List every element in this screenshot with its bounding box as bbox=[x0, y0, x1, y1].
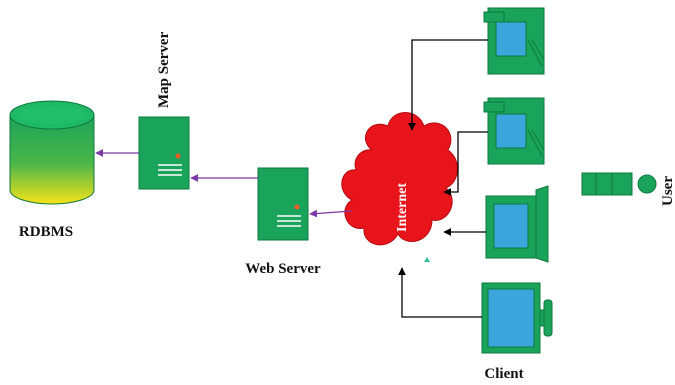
cloud-marker-dot bbox=[424, 257, 430, 262]
internet-cloud-icon bbox=[341, 112, 458, 246]
map-server-label: Map Server bbox=[156, 31, 172, 108]
client-monitor-icon bbox=[481, 282, 553, 354]
user-icon bbox=[581, 172, 657, 196]
internet-label: Internet bbox=[395, 183, 410, 232]
web-server-label: Web Server bbox=[245, 261, 321, 277]
web-server-icon bbox=[257, 167, 309, 241]
rdbms-label: RDBMS bbox=[19, 224, 73, 240]
user-label: User bbox=[660, 176, 675, 206]
laptop-icon bbox=[485, 185, 549, 263]
workstation-icon bbox=[483, 7, 545, 75]
arrow-workstation1-to-internet bbox=[408, 39, 488, 131]
workstation-icon bbox=[483, 97, 545, 165]
map-server-icon bbox=[138, 116, 190, 190]
arrow-internet-to-web-server bbox=[309, 209, 353, 218]
client-label: Client bbox=[484, 366, 523, 382]
database-icon bbox=[9, 100, 95, 205]
arrow-client-to-internet bbox=[398, 267, 482, 318]
arrow-workstation2-to-internet bbox=[443, 131, 488, 196]
